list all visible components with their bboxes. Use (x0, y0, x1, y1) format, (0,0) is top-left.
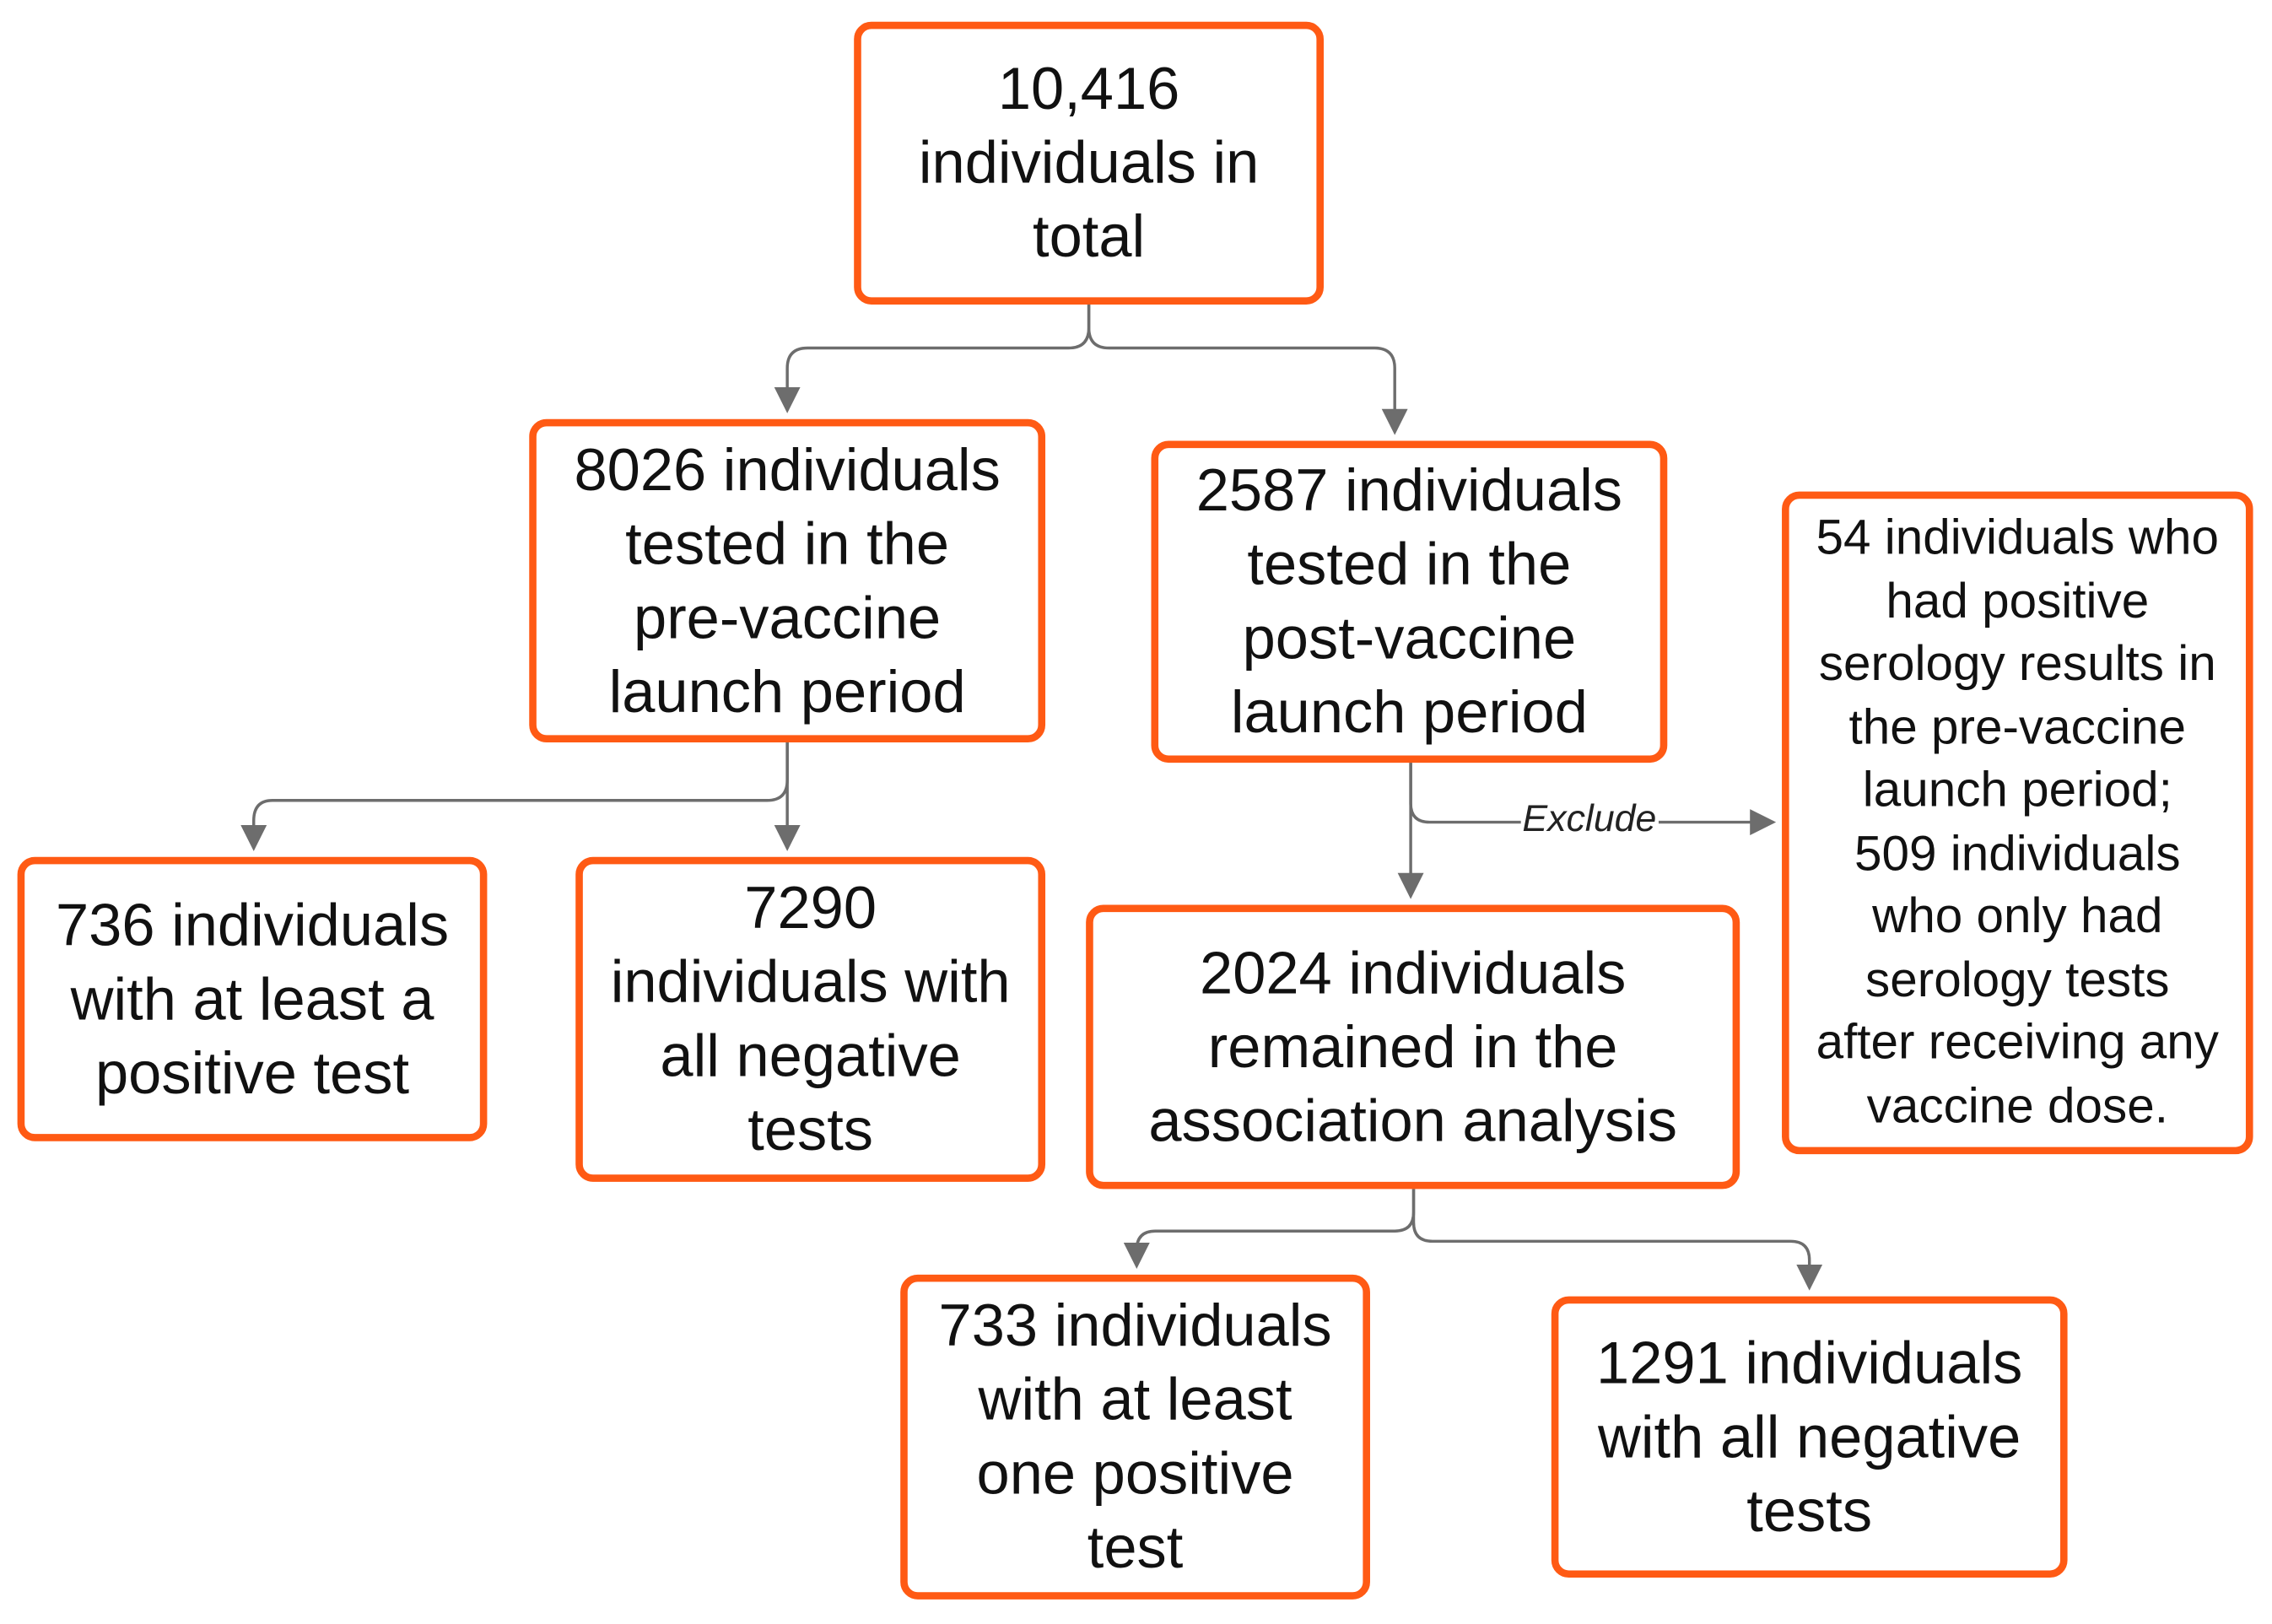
post-vaccine-positive-box: 733 individuals with at least one positi… (900, 1274, 1370, 1600)
pre-vaccine-tested-text: 8026 individuals tested in the pre-vacci… (574, 435, 1001, 725)
analysis-remaining-box: 2024 individuals remained in the associa… (1086, 904, 1740, 1190)
post-vaccine-negative-box: 1291 individuals with all negative tests (1551, 1296, 2068, 1578)
connector-total-to-pre (774, 304, 1091, 413)
post-vaccine-positive-text: 733 individuals with at least one positi… (938, 1292, 1332, 1581)
pre-vaccine-positive-text: 736 individuals with at least a positive… (55, 891, 450, 1106)
pre-vaccine-positive-box: 736 individuals with at least a positive… (17, 856, 488, 1141)
pre-vaccine-negative-text: 7290 individuals with all negative tests (610, 874, 1011, 1163)
excluded-individuals-box: 54 individuals who had positive serology… (1782, 491, 2253, 1155)
exclude-edge-label: Exclude (1520, 796, 1659, 840)
connector-remained-to-negative (1411, 1189, 1823, 1291)
total-individuals-text: 10,416 individuals in total (918, 55, 1260, 270)
pre-vaccine-tested-box: 8026 individuals tested in the pre-vacci… (529, 418, 1046, 743)
excluded-individuals-text: 54 individuals who had positive serology… (1816, 510, 2220, 1134)
post-vaccine-tested-text: 2587 individuals tested in the post-vacc… (1195, 456, 1623, 746)
total-individuals-box: 10,416 individuals in total (854, 21, 1324, 305)
connector-total-to-post (1087, 304, 1408, 435)
connector-pre-to-positive (240, 742, 789, 851)
analysis-remaining-text: 2024 individuals remained in the associa… (1148, 938, 1677, 1154)
pre-vaccine-negative-box: 7290 individuals with all negative tests (575, 856, 1046, 1182)
post-vaccine-tested-box: 2587 individuals tested in the post-vacc… (1151, 440, 1668, 763)
connector-post-to-excluded (1409, 763, 1777, 836)
connector-remained-to-positive (1123, 1189, 1416, 1269)
post-vaccine-negative-text: 1291 individuals with all negative tests (1596, 1329, 2023, 1544)
